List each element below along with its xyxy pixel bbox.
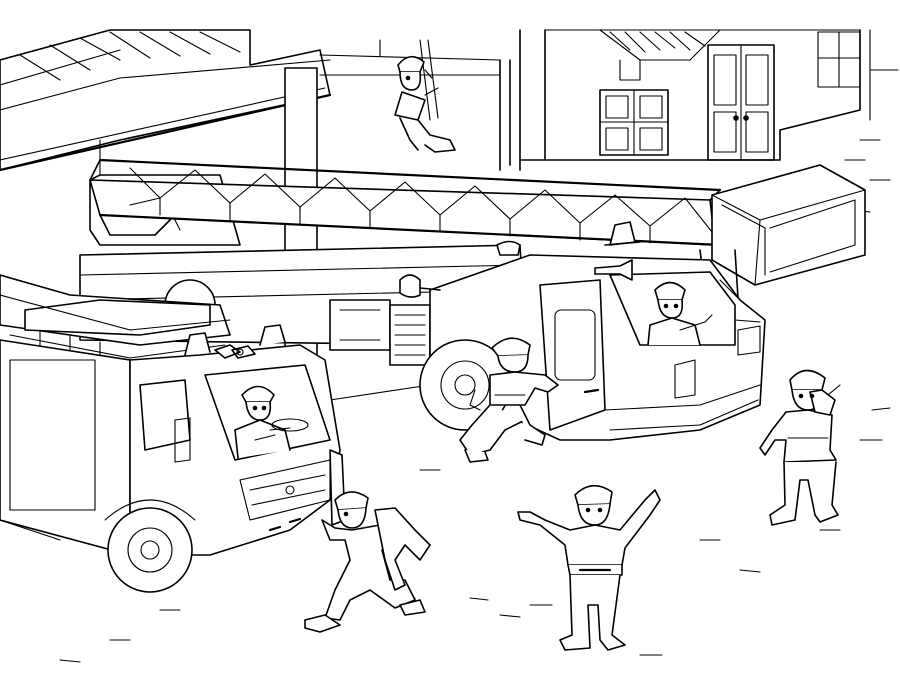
air-horn <box>594 259 633 281</box>
firefighter-on-pole <box>394 39 456 153</box>
pumper-fire-truck <box>0 274 346 593</box>
firefighter-driver <box>234 385 309 459</box>
firefighter-driver <box>647 281 713 346</box>
firefighter-directing <box>517 484 661 651</box>
firefighter-running <box>304 491 431 633</box>
firefighter-with-radio <box>759 369 841 526</box>
background-building <box>59 29 899 663</box>
rescue-basket <box>711 164 866 286</box>
firefighter-at-door <box>459 337 559 463</box>
extension-ladder <box>89 158 723 247</box>
fire-hose <box>374 507 431 591</box>
walkie-talkie <box>809 389 836 416</box>
truck-wheel <box>107 507 193 593</box>
emergency-beacon <box>184 332 211 356</box>
emergency-beacon <box>259 324 286 346</box>
